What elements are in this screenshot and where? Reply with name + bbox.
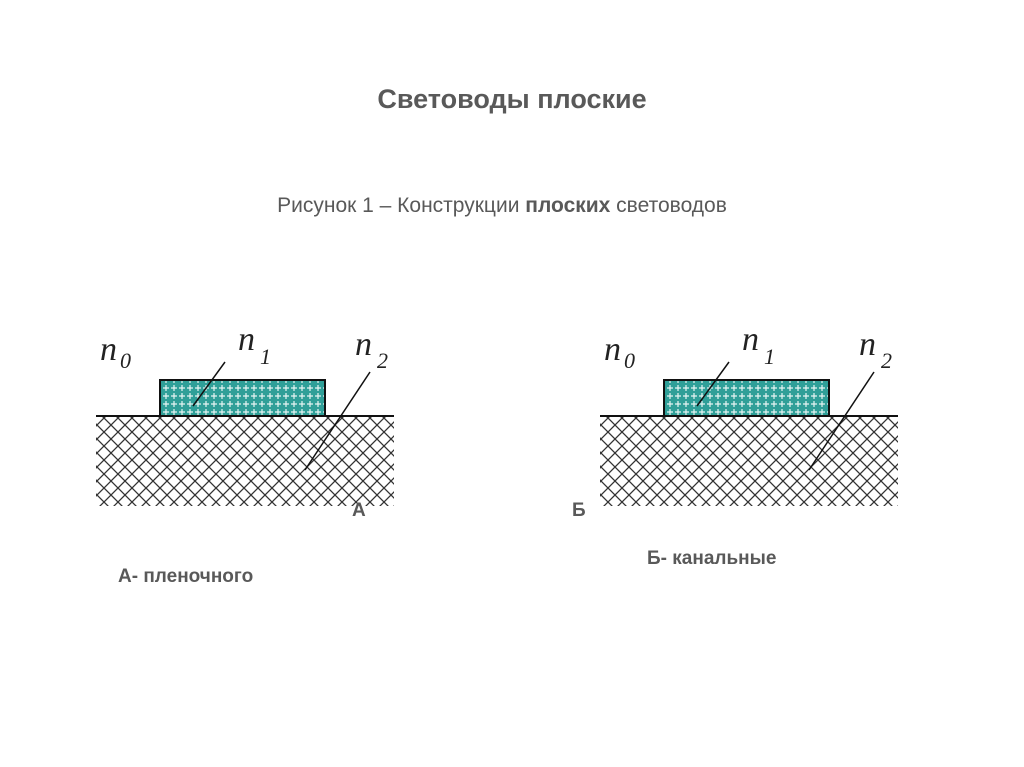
leader-n1 [192, 361, 226, 407]
diagram-letter-b: Б [572, 500, 586, 521]
label-n2-sub: 2 [377, 348, 388, 373]
label-n1-sub: 1 [764, 344, 775, 369]
label-n0: n [100, 331, 117, 368]
label-n1: n [742, 321, 759, 358]
substrate [600, 416, 898, 506]
leader-n2 [304, 371, 371, 471]
label-n1-sub: 1 [260, 344, 271, 369]
channel-layer [663, 379, 830, 417]
film-layer [159, 379, 326, 417]
label-n0-sub: 0 [120, 348, 131, 373]
label-n0: n [604, 331, 621, 368]
description-b: Б- канальные [647, 548, 777, 569]
diagram-film-waveguide: n 0 n 1 n 2 [96, 321, 394, 506]
label-n1: n [238, 321, 255, 358]
label-n2: n [355, 326, 372, 363]
caption-suffix: световодов [610, 194, 727, 217]
diagram-letter-a: А [352, 500, 366, 521]
label-n2: n [859, 326, 876, 363]
description-a: А- пленочного [118, 566, 254, 587]
figure-caption: Рисунок 1 – Конструкции плоских световод… [0, 194, 1004, 218]
caption-bold: плоских [525, 194, 611, 217]
leader-n2 [808, 371, 875, 471]
diagram-channel-waveguide: n 0 n 1 n 2 [600, 321, 898, 506]
label-n2-sub: 2 [881, 348, 892, 373]
slide-title: Световоды плоские [377, 84, 647, 114]
substrate [96, 416, 394, 506]
leader-n1 [696, 361, 730, 407]
caption-prefix: Рисунок 1 – Конструкции [277, 194, 526, 217]
label-n0-sub: 0 [624, 348, 635, 373]
